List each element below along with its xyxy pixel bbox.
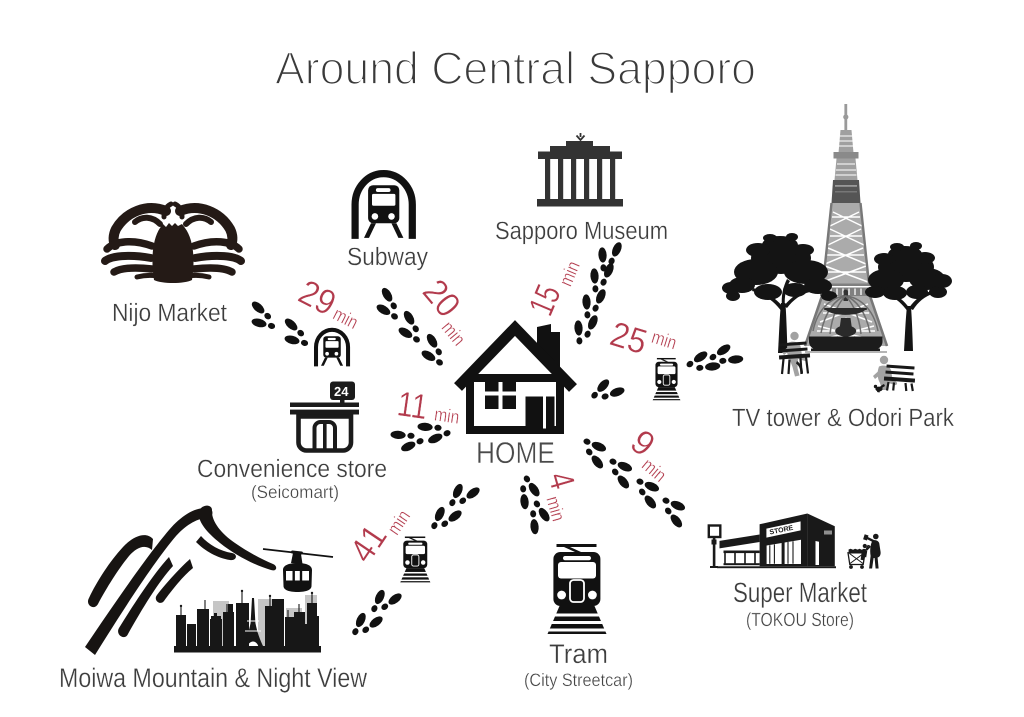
svg-text:HOME: HOME <box>476 437 555 470</box>
svg-text:Tram: Tram <box>549 639 608 669</box>
svg-text:min: min <box>433 404 461 428</box>
svg-text:(City Streetcar): (City Streetcar) <box>524 670 633 690</box>
svg-text:Sapporo Museum: Sapporo Museum <box>495 217 668 245</box>
svg-text:24: 24 <box>334 384 349 399</box>
svg-text:Nijo Market: Nijo Market <box>112 299 227 327</box>
svg-text:11: 11 <box>395 384 430 427</box>
svg-text:Subway: Subway <box>347 243 428 271</box>
svg-text:STORE: STORE <box>769 525 794 537</box>
svg-text:TV tower & Odori Park: TV tower & Odori Park <box>732 404 954 432</box>
svg-text:Convenience store: Convenience store <box>197 455 387 483</box>
svg-text:Moiwa Mountain & Night View: Moiwa Mountain & Night View <box>59 663 367 693</box>
svg-text:(Seicomart): (Seicomart) <box>251 482 339 502</box>
svg-text:Around Central Sapporo: Around Central Sapporo <box>275 42 756 94</box>
svg-text:Super Market: Super Market <box>733 577 867 608</box>
svg-text:(TOKOU Store): (TOKOU Store) <box>746 610 854 631</box>
